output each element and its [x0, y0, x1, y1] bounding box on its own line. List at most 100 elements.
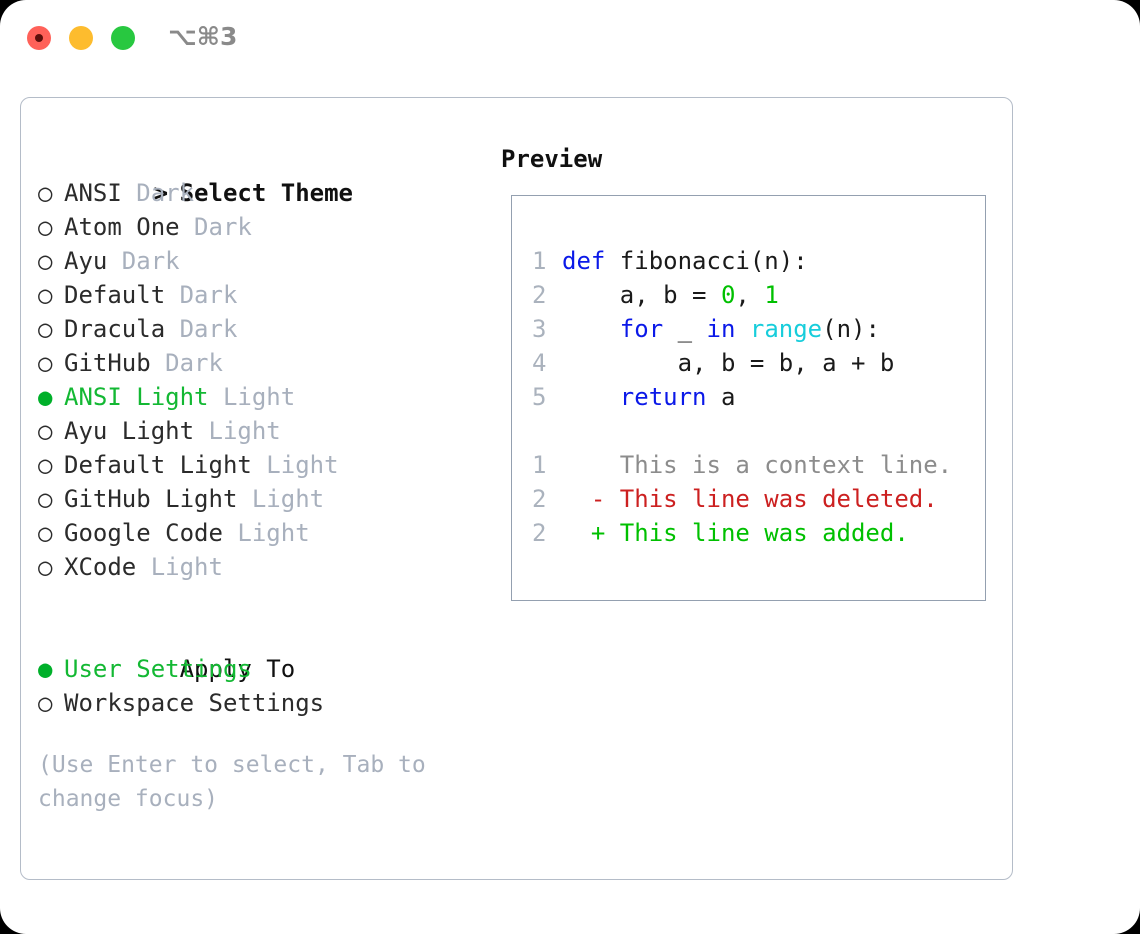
radio-unselected-icon: ○ — [38, 519, 53, 547]
code-line: 5 return a — [532, 380, 979, 414]
theme-option-kind: Light — [136, 553, 223, 581]
radio-unselected-icon: ○ — [38, 553, 53, 581]
code-token: a, b = — [562, 281, 721, 309]
keyboard-shortcut-label: ⌥⌘3 — [168, 22, 238, 51]
theme-option[interactable]: ○ GitHub Light Light — [38, 482, 508, 516]
theme-option-kind: Light — [237, 485, 325, 513]
apply-to-option[interactable]: ○ Workspace Settings — [38, 686, 508, 720]
keyboard-hint-text: (Use Enter to select, Tab to change focu… — [38, 752, 440, 812]
code-token: fibonacci(n): — [619, 247, 808, 275]
code-token: , — [735, 281, 765, 309]
code-token: return — [619, 383, 707, 411]
theme-option-kind: Light — [208, 383, 296, 411]
radio-unselected-icon: ○ — [38, 417, 53, 445]
radio-unselected-icon: ○ — [38, 349, 53, 377]
code-token: a, b = b, a + b — [562, 349, 895, 377]
line-number: 2 — [532, 281, 547, 309]
zoom-button[interactable] — [111, 26, 135, 50]
theme-option-kind: Light — [194, 417, 281, 445]
theme-list: ○ANSI Dark○Atom One Dark○Ayu Dark○Defaul… — [38, 176, 508, 584]
theme-option[interactable]: ○ Ayu Dark — [38, 244, 508, 278]
theme-option-kind: Dark — [107, 247, 180, 275]
line-number: 2 — [532, 519, 547, 547]
preview-title: Preview — [501, 145, 603, 173]
theme-option[interactable]: ○Default Light Light — [38, 448, 508, 482]
code-token: 0 — [720, 281, 736, 309]
theme-section-title: Select Theme — [179, 179, 353, 207]
radio-unselected-icon: ○ — [38, 247, 53, 275]
apply-to-option[interactable]: ● User Settings — [38, 652, 508, 686]
theme-option-kind: Light — [222, 519, 310, 547]
diff-line-text: - This line was deleted. — [562, 485, 938, 513]
radio-selected-icon: ● — [38, 383, 53, 411]
code-token: _ — [663, 315, 707, 343]
theme-option[interactable]: ○GitHub Dark — [38, 346, 508, 380]
theme-option-label: Ayu Light — [64, 417, 195, 445]
radio-unselected-icon: ○ — [38, 315, 53, 343]
line-number: 1 — [532, 451, 547, 479]
theme-option[interactable]: ○ XCode Light — [38, 550, 508, 584]
code-line: 1 def fibonacci(n): — [532, 244, 979, 278]
diff-line-text: + This line was added. — [562, 519, 909, 547]
theme-option-label: XCode — [64, 553, 137, 581]
theme-option[interactable]: ○ Ayu Light Light — [38, 414, 508, 448]
apply-to-option-label: User Settings — [64, 655, 252, 683]
apply-to-list: ● User Settings ○ Workspace Settings — [38, 652, 508, 720]
diff-line: 2 - This line was deleted. — [532, 482, 979, 516]
theme-option-label: Atom One — [64, 213, 180, 241]
theme-option-label: Default — [64, 281, 166, 309]
theme-option-kind: Dark — [165, 281, 238, 309]
theme-option[interactable]: ○Dracula Dark — [38, 312, 508, 346]
theme-option-label: Dracula — [64, 315, 166, 343]
code-token: in — [706, 315, 736, 343]
code-token: (n): — [822, 315, 880, 343]
code-diff-separator — [532, 414, 979, 448]
close-button[interactable] — [27, 26, 51, 50]
settings-panel: >Select Theme ○ANSI Dark○Atom One Dark○A… — [20, 97, 1013, 880]
theme-option[interactable]: ○Atom One Dark — [38, 210, 508, 244]
line-number: 4 — [532, 349, 547, 377]
diff-line: 2 + This line was added. — [532, 516, 979, 550]
theme-option[interactable]: ○ ANSI Dark — [38, 176, 508, 210]
theme-option[interactable]: ● ANSI Light Light — [38, 380, 508, 414]
theme-option-label: ANSI Light — [64, 383, 209, 411]
window-controls — [27, 26, 135, 50]
radio-unselected-icon: ○ — [38, 689, 53, 717]
theme-selection-column: >Select Theme ○ANSI Dark○Atom One Dark○A… — [38, 142, 508, 816]
theme-option-label: Google Code — [64, 519, 223, 547]
focus-caret-icon: > — [153, 179, 169, 207]
apply-to-title: Apply To — [179, 655, 296, 683]
radio-unselected-icon: ○ — [38, 281, 53, 309]
diff-line-text: This is a context line. — [562, 451, 953, 479]
code-token: def — [562, 247, 620, 275]
theme-option-kind: Dark — [121, 179, 195, 207]
title-bar: ⌥⌘3 — [0, 0, 1140, 78]
theme-option-kind: Light — [251, 451, 339, 479]
theme-option[interactable]: ○ Google Code Light — [38, 516, 508, 550]
theme-option-label: GitHub Light — [64, 485, 238, 513]
radio-unselected-icon: ○ — [38, 485, 53, 513]
line-number: 5 — [532, 383, 547, 411]
code-token — [735, 315, 749, 343]
apply-to-option-label: Workspace Settings — [64, 689, 325, 717]
code-token — [562, 315, 620, 343]
code-line: 4 a, b = b, a + b — [532, 346, 979, 380]
line-number: 3 — [532, 315, 547, 343]
code-line: 3 for _ in range(n): — [532, 312, 979, 346]
code-token: 1 — [764, 281, 779, 309]
radio-selected-icon: ● — [38, 655, 53, 683]
section-spacer — [38, 584, 508, 618]
radio-unselected-icon: ○ — [38, 179, 53, 207]
theme-option-label: GitHub — [64, 349, 151, 377]
code-token: range — [749, 315, 823, 343]
theme-option-label: Ayu — [64, 247, 108, 275]
theme-option-label: ANSI — [64, 179, 122, 207]
code-line: 2 a, b = 0, 1 — [532, 278, 979, 312]
minimize-button[interactable] — [69, 26, 93, 50]
theme-option[interactable]: ○ Default Dark — [38, 278, 508, 312]
line-number: 1 — [532, 247, 547, 275]
